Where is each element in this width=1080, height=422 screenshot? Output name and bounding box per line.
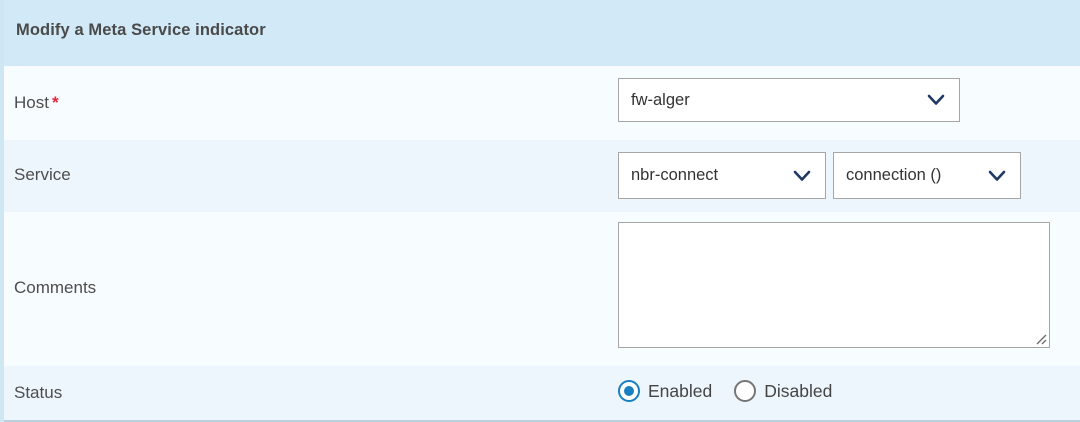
- panel-bottom-border: [0, 420, 1080, 422]
- status-radio-disabled[interactable]: Disabled: [734, 380, 832, 402]
- status-radio-disabled-label: Disabled: [764, 380, 833, 401]
- service-label: Service: [14, 165, 71, 184]
- service-select[interactable]: nbr-connect: [618, 152, 826, 199]
- chevron-down-icon: [927, 94, 945, 105]
- radio-unselected-icon[interactable]: [734, 380, 757, 402]
- form-header: Modify a Meta Service indicator: [0, 0, 1080, 66]
- status-label: Status: [14, 383, 63, 402]
- host-select[interactable]: fw-alger: [618, 78, 960, 122]
- status-radio-enabled-label: Enabled: [648, 380, 713, 401]
- chevron-down-icon: [793, 170, 811, 181]
- host-select-value: fw-alger: [631, 90, 690, 109]
- resize-grip-icon[interactable]: [1033, 331, 1047, 345]
- comments-textarea[interactable]: [618, 222, 1050, 348]
- radio-selected-icon[interactable]: [618, 380, 640, 402]
- chevron-down-icon: [988, 170, 1006, 181]
- status-radio-enabled[interactable]: Enabled: [618, 380, 712, 402]
- comments-label: Comments: [14, 278, 97, 297]
- host-label: Host*: [14, 93, 59, 113]
- service-metric-select[interactable]: connection (): [833, 152, 1021, 199]
- form-row-status: Status: [0, 366, 1080, 420]
- host-label-text: Host: [14, 93, 49, 112]
- page-title: Modify a Meta Service indicator: [16, 21, 266, 39]
- panel-left-accent-stripe: [0, 0, 4, 422]
- required-asterisk: *: [51, 93, 59, 112]
- service-metric-select-value: connection (): [846, 166, 942, 184]
- service-select-value: nbr-connect: [631, 166, 719, 184]
- status-radio-group: Enabled Disabled: [618, 374, 854, 408]
